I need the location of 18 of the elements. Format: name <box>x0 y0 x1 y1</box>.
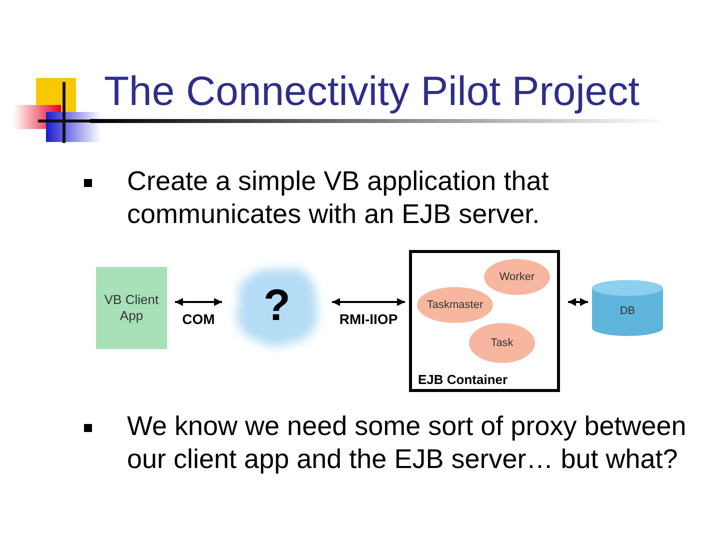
slide-title: The Connectivity Pilot Project <box>104 68 640 115</box>
double-arrow <box>175 298 222 306</box>
node-label: Task <box>490 337 514 349</box>
node-label: VB Client App <box>103 292 160 324</box>
container-box <box>409 250 560 392</box>
bullet-text: Create a simple VB application that communicates with an EJB server. <box>127 165 550 231</box>
question-mark: ? <box>264 281 290 331</box>
bullet-text: We know we need some sort of proxy between our client app and the EJB server… but what? <box>127 410 687 476</box>
node-label: Taskmaster <box>426 299 484 311</box>
database-cylinder <box>592 280 663 336</box>
node-label: Worker <box>499 271 535 283</box>
node-label: DB <box>620 304 636 317</box>
process-box <box>96 267 167 349</box>
component-ellipse <box>484 259 550 295</box>
container-title: EJB Container <box>418 372 508 387</box>
double-arrow <box>332 298 405 306</box>
component-ellipse <box>417 287 493 323</box>
double-arrow <box>568 298 588 306</box>
